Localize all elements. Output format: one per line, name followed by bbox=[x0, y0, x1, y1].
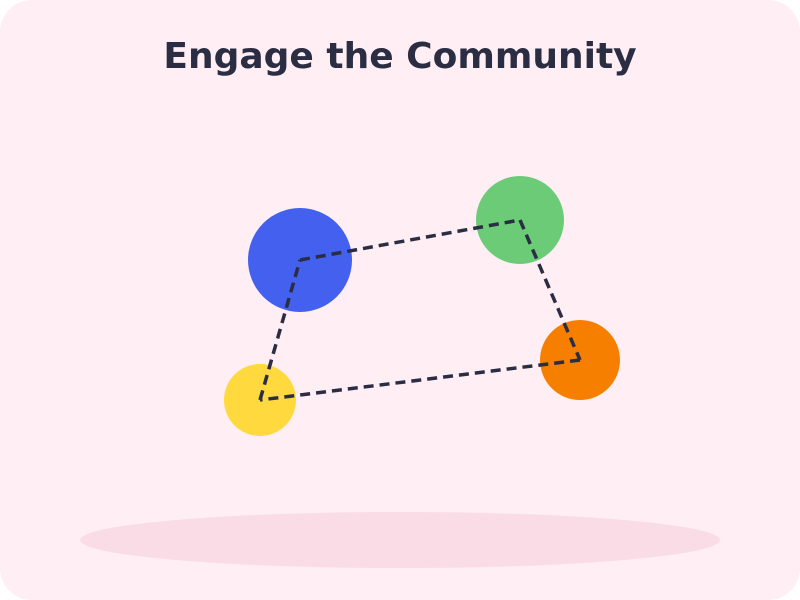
connections-layer bbox=[258, 218, 582, 402]
connector-green-orange bbox=[518, 219, 582, 361]
page-title: Engage the Community bbox=[163, 36, 637, 77]
ground-shadow bbox=[80, 512, 720, 568]
connector-orange-yellow bbox=[259, 358, 581, 402]
connector-yellow-blue bbox=[258, 259, 302, 401]
nodes-layer bbox=[224, 176, 620, 436]
connector-blue-green bbox=[299, 218, 521, 262]
